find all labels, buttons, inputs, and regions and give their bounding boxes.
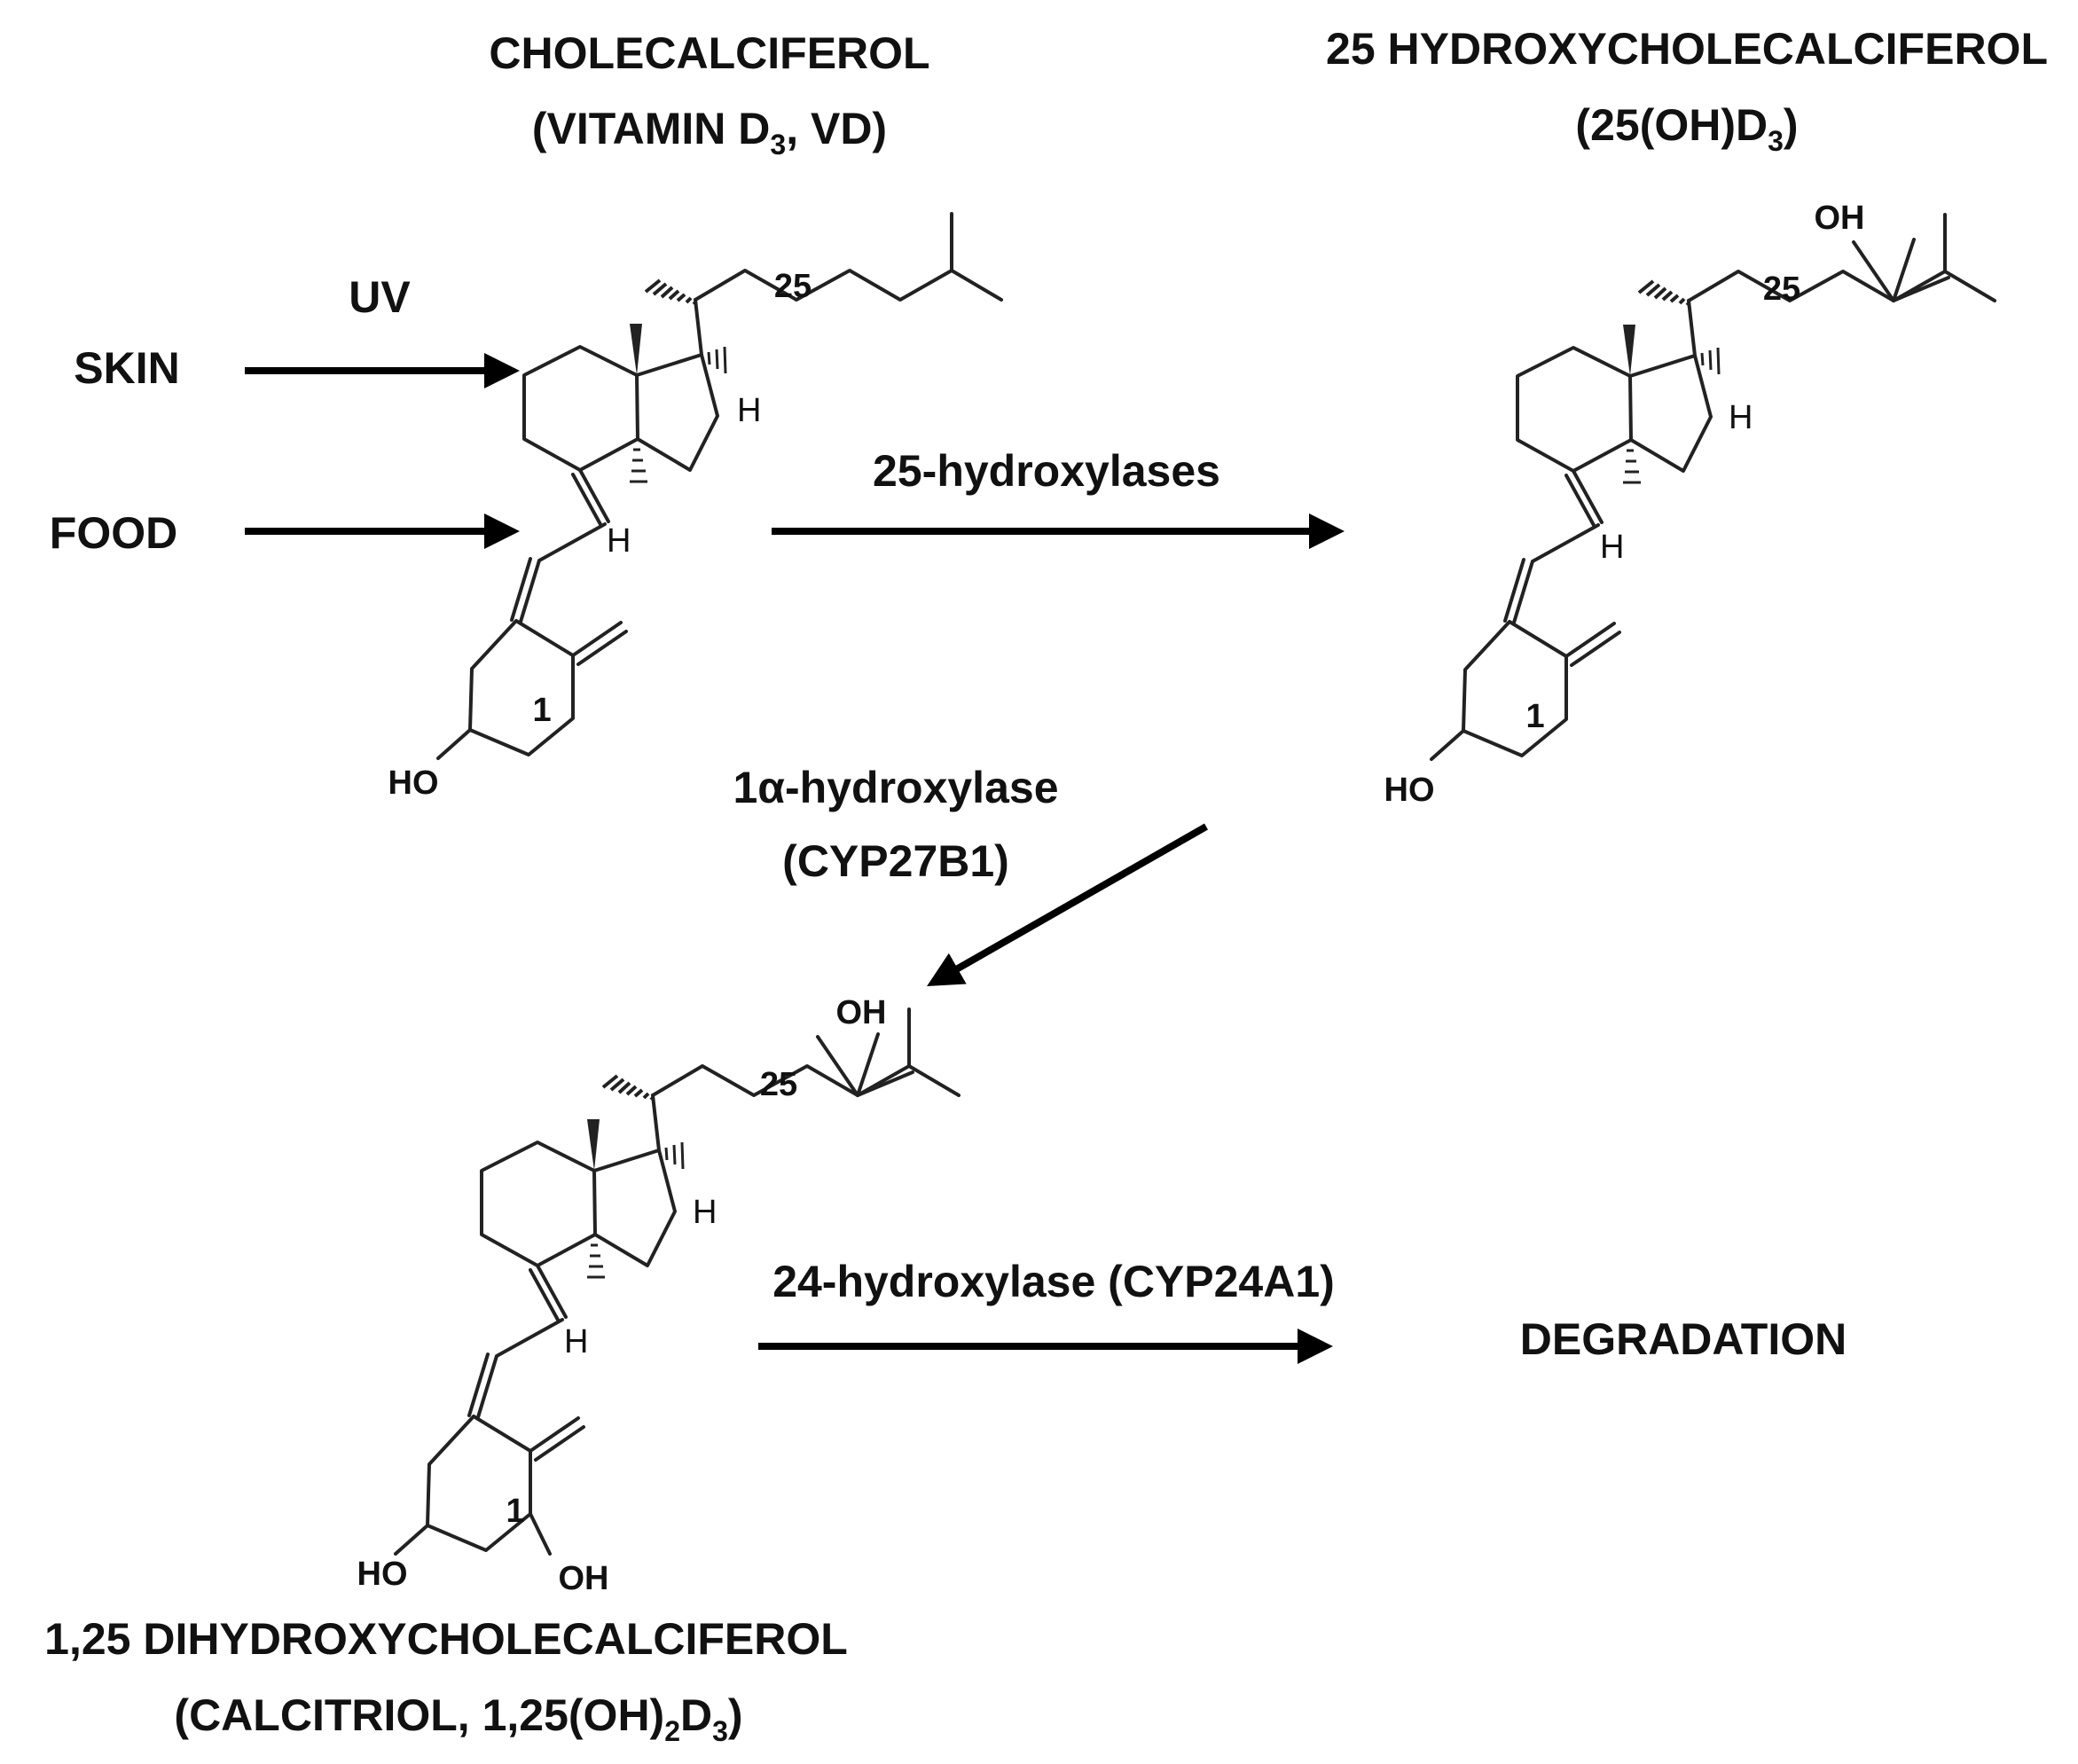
calcitriol-title: 1,25 DIHYDROXYCHOLECALCIFEROL	[44, 1614, 848, 1664]
carbon-25-label: 25	[1763, 270, 1800, 308]
ho-group-label: HO	[1384, 772, 1435, 809]
enzyme-1a-hydroxylase: 1α-hydroxylase	[733, 763, 1058, 812]
h-atom-label: H	[693, 1194, 717, 1231]
cholecalciferol-title: CHOLECALCIFEROL	[489, 28, 929, 78]
skin-label: SKIN	[74, 343, 179, 393]
hydroxycholecalciferol-structure: OH 25 H H 1 HO	[1384, 200, 1996, 809]
ho-group-label: HO	[388, 764, 439, 802]
arrow-25ohd3-to-calcitriol	[927, 823, 1208, 986]
hydroxycholecalciferol-alias: (25(OH)D3)	[1575, 100, 1798, 157]
enzyme-24-hydroxylase: 24-hydroxylase (CYP24A1)	[772, 1257, 1335, 1306]
carbon-1-label: 1	[532, 692, 551, 729]
hydroxycholecalciferol-title: 25 HYDROXYCHOLECALCIFEROL	[1326, 24, 2048, 74]
carbon-25-label: 25	[774, 268, 812, 305]
h-atom-label: H	[564, 1323, 588, 1360]
enzyme-25-hydroxylases: 25-hydroxylases	[873, 446, 1220, 496]
cholecalciferol-alias: (VITAMIN D3, VD)	[532, 104, 887, 161]
cholecalciferol-structure: 25 H H 1 HO	[388, 212, 1003, 802]
oh-group-label: OH	[1815, 200, 1865, 237]
calcitriol-alias: (CALCITRIOL, 1,25(OH)2D3)	[174, 1690, 742, 1747]
food-label: FOOD	[50, 508, 177, 558]
carbon-1-label: 1	[1525, 698, 1544, 735]
degradation-label: DEGRADATION	[1520, 1314, 1847, 1364]
uv-label: UV	[349, 272, 411, 322]
carbon-25-label: 25	[760, 1066, 797, 1103]
calcitriol-structure: OH 25 H H 1 HO OH	[357, 994, 961, 1597]
enzyme-cyp27b1: (CYP27B1)	[782, 836, 1009, 886]
h-atom-label: H	[737, 392, 761, 429]
h-atom-label: H	[1600, 529, 1624, 566]
h-atom-label: H	[607, 522, 631, 560]
h-atom-label: H	[1729, 399, 1753, 436]
ho-group-label: HO	[357, 1556, 408, 1593]
oh-group-label: OH	[836, 994, 887, 1031]
oh-group-label: OH	[559, 1560, 609, 1597]
carbon-1-label: 1	[506, 1493, 524, 1530]
